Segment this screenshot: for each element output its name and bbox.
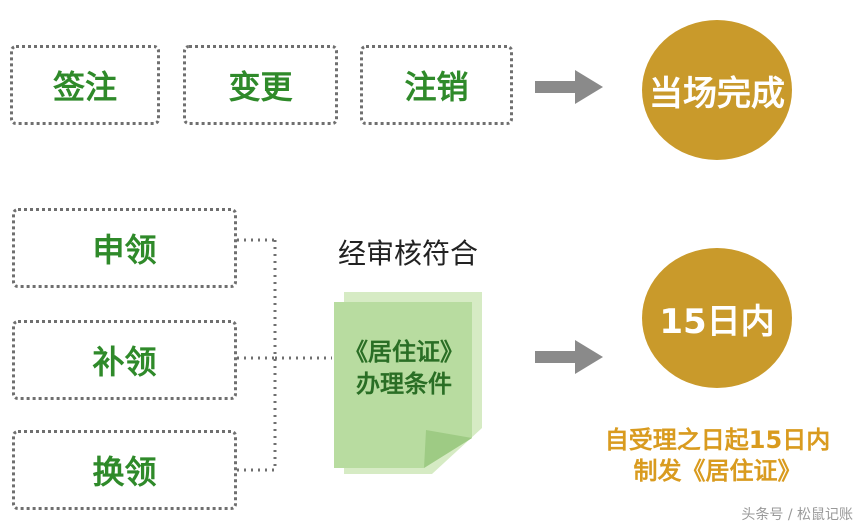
box-zhuxiao-label: 注销 bbox=[404, 68, 469, 106]
document-icon bbox=[334, 292, 482, 474]
box-biangeng-label: 变更 bbox=[228, 68, 293, 106]
box-shenling: 申领 bbox=[12, 208, 237, 288]
box-shenling-label: 申领 bbox=[92, 231, 157, 269]
document-subtitle: 办理条件 bbox=[356, 370, 452, 399]
issuance-note: 自受理之日起15日内 制发《居住证》 bbox=[575, 425, 860, 487]
result-15days-label: 15日内 bbox=[659, 301, 775, 342]
box-qianzhu-label: 签注 bbox=[52, 68, 117, 106]
document-title: 《居住证》 bbox=[344, 338, 464, 366]
box-huanling-label: 换领 bbox=[92, 453, 157, 491]
issuance-note-line1: 自受理之日起15日内 bbox=[604, 426, 831, 454]
document-text: 《居住证》 办理条件 bbox=[334, 336, 474, 401]
box-buling-label: 补领 bbox=[92, 343, 157, 381]
box-buling: 补领 bbox=[12, 320, 237, 400]
result-circle-instant: 当场完成 bbox=[642, 20, 792, 160]
bottom-arrow-icon bbox=[535, 340, 603, 374]
top-arrow-icon bbox=[535, 70, 603, 104]
result-instant-label: 当场完成 bbox=[649, 73, 785, 114]
issuance-note-line2: 制发《居住证》 bbox=[633, 457, 802, 486]
box-zhuxiao: 注销 bbox=[360, 45, 513, 125]
box-qianzhu: 签注 bbox=[10, 45, 160, 125]
connector-lines bbox=[237, 238, 332, 472]
box-huanling: 换领 bbox=[12, 430, 237, 510]
watermark: 头条号 / 松鼠记账 bbox=[741, 507, 853, 523]
condition-label: 经审核符合 bbox=[338, 237, 479, 270]
result-circle-15days: 15日内 bbox=[642, 248, 792, 388]
box-biangeng: 变更 bbox=[183, 45, 338, 125]
